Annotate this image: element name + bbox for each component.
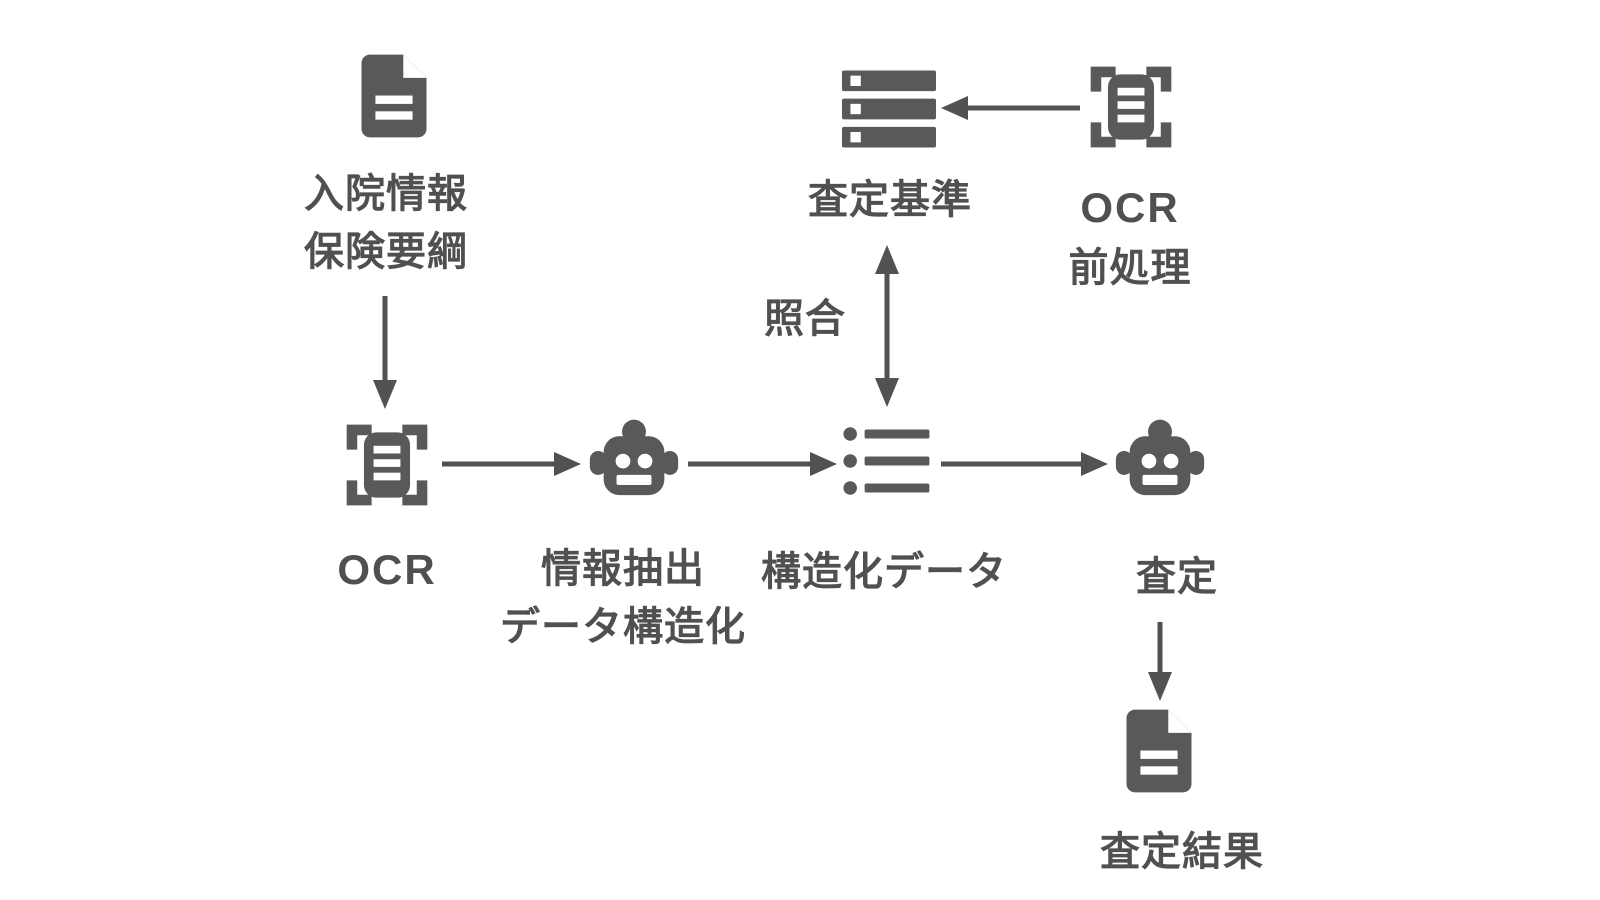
extract-label-line2: データ構造化 <box>500 605 746 649</box>
matching-label: 照合 <box>715 290 895 348</box>
input-doc-label-line2: 保険要綱 <box>304 230 468 274</box>
extract-label-line1: 情報抽出 <box>541 547 705 591</box>
ocr-label-text: OCR <box>337 546 437 593</box>
ocr-pre-label-line2: 前処理 <box>1068 245 1192 290</box>
arrow-structured-to-assessment <box>941 452 1108 476</box>
arrow-structured-criteria-both <box>875 245 899 407</box>
arrow-ocrpre-to-criteria <box>941 96 1080 120</box>
input-doc-label-line1: 入院情報 <box>304 172 468 216</box>
arrow-assessment-to-result <box>1148 622 1172 701</box>
matching-label-text: 照合 <box>764 297 846 341</box>
list-icon <box>843 427 930 495</box>
assessment-label-text: 査定 <box>1136 555 1218 599</box>
criteria-label: 査定基準 <box>770 171 1010 229</box>
extract-label: 情報抽出 データ構造化 <box>443 540 803 656</box>
ocr-label: OCR <box>287 540 487 601</box>
document-icon <box>361 54 427 138</box>
input-doc-label: 入院情報 保険要綱 <box>216 165 556 281</box>
ocr-scan-icon <box>346 424 428 506</box>
robot-icon <box>589 419 679 496</box>
robot-icon <box>1115 419 1205 496</box>
result-doc-label: 査定結果 <box>1032 823 1332 881</box>
arrow-extract-to-structured <box>688 452 837 476</box>
arrow-ocr-to-extract <box>442 452 581 476</box>
ocr-pre-label-line1: OCR <box>1080 184 1180 231</box>
result-doc-label-text: 査定結果 <box>1100 830 1264 874</box>
server-icon <box>842 70 936 148</box>
document-icon <box>1126 709 1192 793</box>
structured-label-text: 構造化データ <box>761 550 1007 594</box>
criteria-label-text: 査定基準 <box>808 178 972 222</box>
structured-label: 構造化データ <box>734 543 1034 601</box>
ocr-pre-label: OCR 前処理 <box>1010 178 1250 297</box>
arrow-input-to-ocr <box>373 296 397 409</box>
assessment-label: 査定 <box>1097 548 1257 606</box>
ocr-scan-icon <box>1090 66 1172 148</box>
